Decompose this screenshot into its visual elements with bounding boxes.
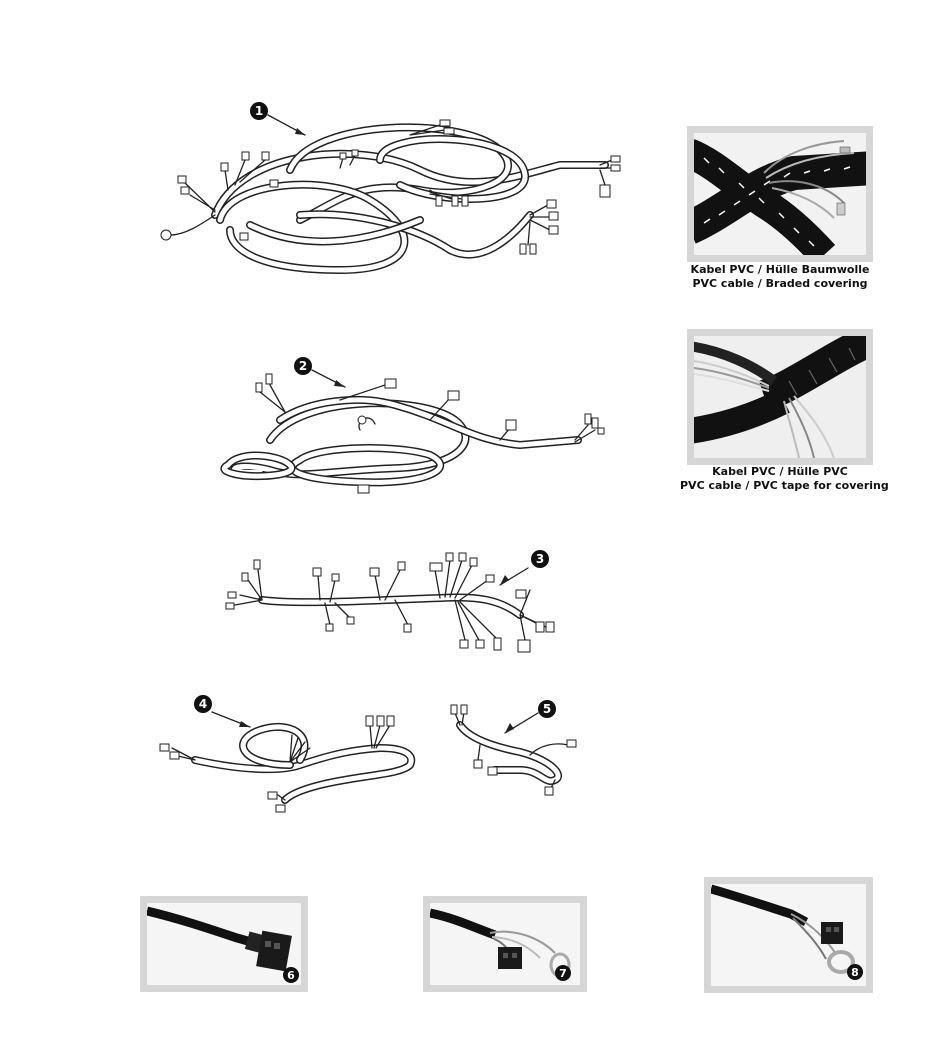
- callout-badge-5: 5: [538, 700, 556, 718]
- svg-text:3: 3: [536, 552, 544, 566]
- callout-badge-3: 3: [531, 550, 549, 568]
- photo-braided-image: [694, 133, 866, 255]
- photo-connector-6-image: 6: [147, 903, 301, 985]
- harness-5: [450, 704, 577, 796]
- caption-braided-en: PVC cable / Braded covering: [692, 277, 868, 290]
- callout-badge-7: 7: [559, 967, 567, 980]
- svg-text:2: 2: [299, 359, 307, 373]
- caption-braided-de: Kabel PVC / Hülle Baumwolle: [690, 263, 870, 276]
- callout-badge-6: 6: [287, 969, 295, 982]
- harness-2: [220, 369, 605, 494]
- callout-badge-8: 8: [851, 966, 859, 979]
- caption-pvc-tape-de: Kabel PVC / Hülle PVC: [712, 465, 848, 478]
- photo-connector-7-image: 7: [430, 903, 580, 985]
- photo-connector-8-image: 8: [711, 884, 866, 986]
- svg-text:1: 1: [255, 104, 263, 118]
- photo-pvc-tape-covering: [687, 329, 873, 465]
- photo-connector-6: 6: [140, 896, 308, 992]
- svg-text:5: 5: [543, 702, 551, 716]
- photo-pvc-tape-image: [694, 336, 866, 458]
- photo-connector-7: 7: [423, 896, 587, 992]
- photo-connector-8: 8: [704, 877, 873, 993]
- callout-badge-1: 1: [250, 102, 268, 120]
- callout-badge-4: 4: [194, 695, 212, 713]
- callout-badge-2: 2: [294, 357, 312, 375]
- harness-1: [160, 114, 621, 275]
- harness-3: [225, 552, 555, 653]
- photo-braided-covering: [687, 126, 873, 262]
- caption-pvc-tape-en: PVC cable / PVC tape for covering: [680, 479, 889, 492]
- harness-4: [159, 711, 416, 813]
- svg-text:4: 4: [199, 697, 207, 711]
